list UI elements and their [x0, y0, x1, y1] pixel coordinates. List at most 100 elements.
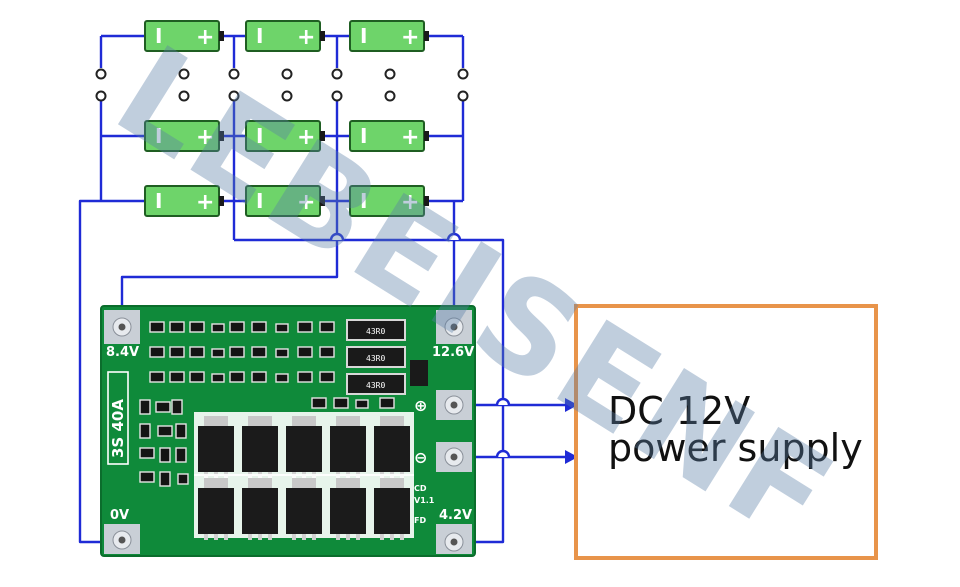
arrowheads	[565, 398, 578, 464]
battery-cell: I+	[144, 120, 224, 152]
terminal-plus-symbol: ⊕	[414, 396, 427, 415]
mosfet	[370, 412, 414, 478]
switch-pins	[95, 68, 469, 102]
label-4v2: 4.2V	[439, 508, 472, 523]
terminal-minus-pad	[436, 442, 472, 472]
battery-cell: I+	[144, 20, 224, 52]
smd-part	[139, 423, 151, 439]
label-8v4: 8.4V	[106, 345, 139, 360]
power-supply: DC 12V power supply	[574, 304, 878, 560]
power-supply-box	[574, 304, 878, 560]
switch-pin	[384, 90, 396, 102]
arrow-minus	[565, 450, 578, 464]
bms-board: 8.4V 12.6V 0V 4.2V ⊕ ⊖ 3S 40A 43R0 43R0 …	[100, 305, 476, 557]
smd-part	[319, 346, 335, 358]
arrow-plus	[565, 398, 578, 412]
battery-cell: I+	[349, 185, 429, 217]
cell-positive-symbol: +	[297, 125, 315, 150]
wire-mid-drops	[99, 100, 465, 136]
smd-part	[139, 399, 151, 415]
smd-part	[139, 447, 155, 459]
pad-0v	[104, 524, 140, 554]
smd-part	[251, 321, 267, 333]
smd-part	[149, 346, 165, 358]
mosfet	[194, 412, 238, 478]
smd-part	[169, 371, 185, 383]
smd-part	[275, 348, 289, 358]
smd-part	[171, 399, 183, 415]
wire-0v	[78, 199, 112, 544]
cell-negative-symbol: I	[360, 24, 367, 48]
battery-cell: I+	[245, 120, 325, 152]
battery-cell: I+	[349, 120, 429, 152]
smd-part	[159, 447, 171, 463]
smd-part	[175, 423, 187, 439]
smd-part	[319, 321, 335, 333]
wires	[78, 34, 568, 544]
cell-positive-symbol: +	[196, 25, 214, 50]
mosfet	[282, 474, 326, 540]
cell-positive-symbol: +	[401, 190, 419, 215]
smd-part	[149, 371, 165, 383]
smd-part	[139, 471, 155, 483]
cell-positive-symbol: +	[401, 125, 419, 150]
mosfet	[370, 474, 414, 540]
cell-negative-symbol: I	[256, 24, 263, 48]
silk-fd: FD	[414, 516, 426, 525]
smd-part	[311, 397, 327, 409]
smd-part	[175, 447, 187, 463]
switch-pin	[384, 68, 396, 80]
shunt-resistors: 43R0 43R0 43R0	[346, 319, 428, 395]
wire-4v2	[234, 238, 505, 544]
label-12v6: 12.6V	[432, 345, 474, 360]
switch-pin	[331, 90, 343, 102]
smd-part	[251, 346, 267, 358]
smd-part	[319, 371, 335, 383]
cell-negative-symbol: I	[256, 124, 263, 148]
smd-part	[169, 321, 185, 333]
power-supply-line1: DC 12V	[608, 389, 750, 433]
smd-components	[139, 321, 395, 487]
wire-mid-to-bottom	[99, 136, 465, 240]
cell-positive-symbol: +	[196, 190, 214, 215]
smd-part	[297, 371, 313, 383]
smd-part	[189, 321, 205, 333]
switch-pin	[178, 90, 190, 102]
switch-pin	[281, 90, 293, 102]
smd-part	[229, 346, 245, 358]
smd-part	[149, 321, 165, 333]
wire-8v4	[120, 228, 339, 317]
cell-negative-symbol: I	[155, 189, 162, 213]
rating-label-box: 3S 40A	[107, 371, 129, 465]
cell-negative-symbol: I	[256, 189, 263, 213]
board-edge	[100, 305, 476, 557]
mosfet	[238, 474, 282, 540]
pad-8v4	[104, 310, 140, 344]
cell-negative-symbol: I	[155, 124, 162, 148]
cell-positive-symbol: +	[297, 190, 315, 215]
power-supply-line2: power supply	[608, 426, 863, 470]
smd-part	[229, 321, 245, 333]
resistor-label-3: 43R0	[366, 381, 385, 390]
cell-positive-symbol: +	[196, 125, 214, 150]
label-0v: 0V	[110, 508, 129, 523]
resistor-label-1: 43R0	[366, 327, 385, 336]
pad-12v6	[436, 310, 472, 344]
switch-pin	[457, 68, 469, 80]
smd-part	[157, 425, 173, 437]
cell-negative-symbol: I	[360, 124, 367, 148]
cell-negative-symbol: I	[360, 189, 367, 213]
pad-4v2	[436, 524, 472, 554]
smd-part	[211, 323, 225, 333]
battery-cell: I+	[245, 20, 325, 52]
smd-part	[297, 346, 313, 358]
terminal-minus-symbol: ⊖	[414, 448, 427, 467]
battery-cells: I+I+I+I+I+I+I+I+I+	[144, 20, 429, 217]
cell-negative-symbol: I	[155, 24, 162, 48]
smd-part	[297, 321, 313, 333]
mosfet	[194, 474, 238, 540]
silk-cd: CD	[414, 484, 427, 493]
wire-hops	[329, 232, 511, 458]
mosfets	[194, 412, 414, 540]
